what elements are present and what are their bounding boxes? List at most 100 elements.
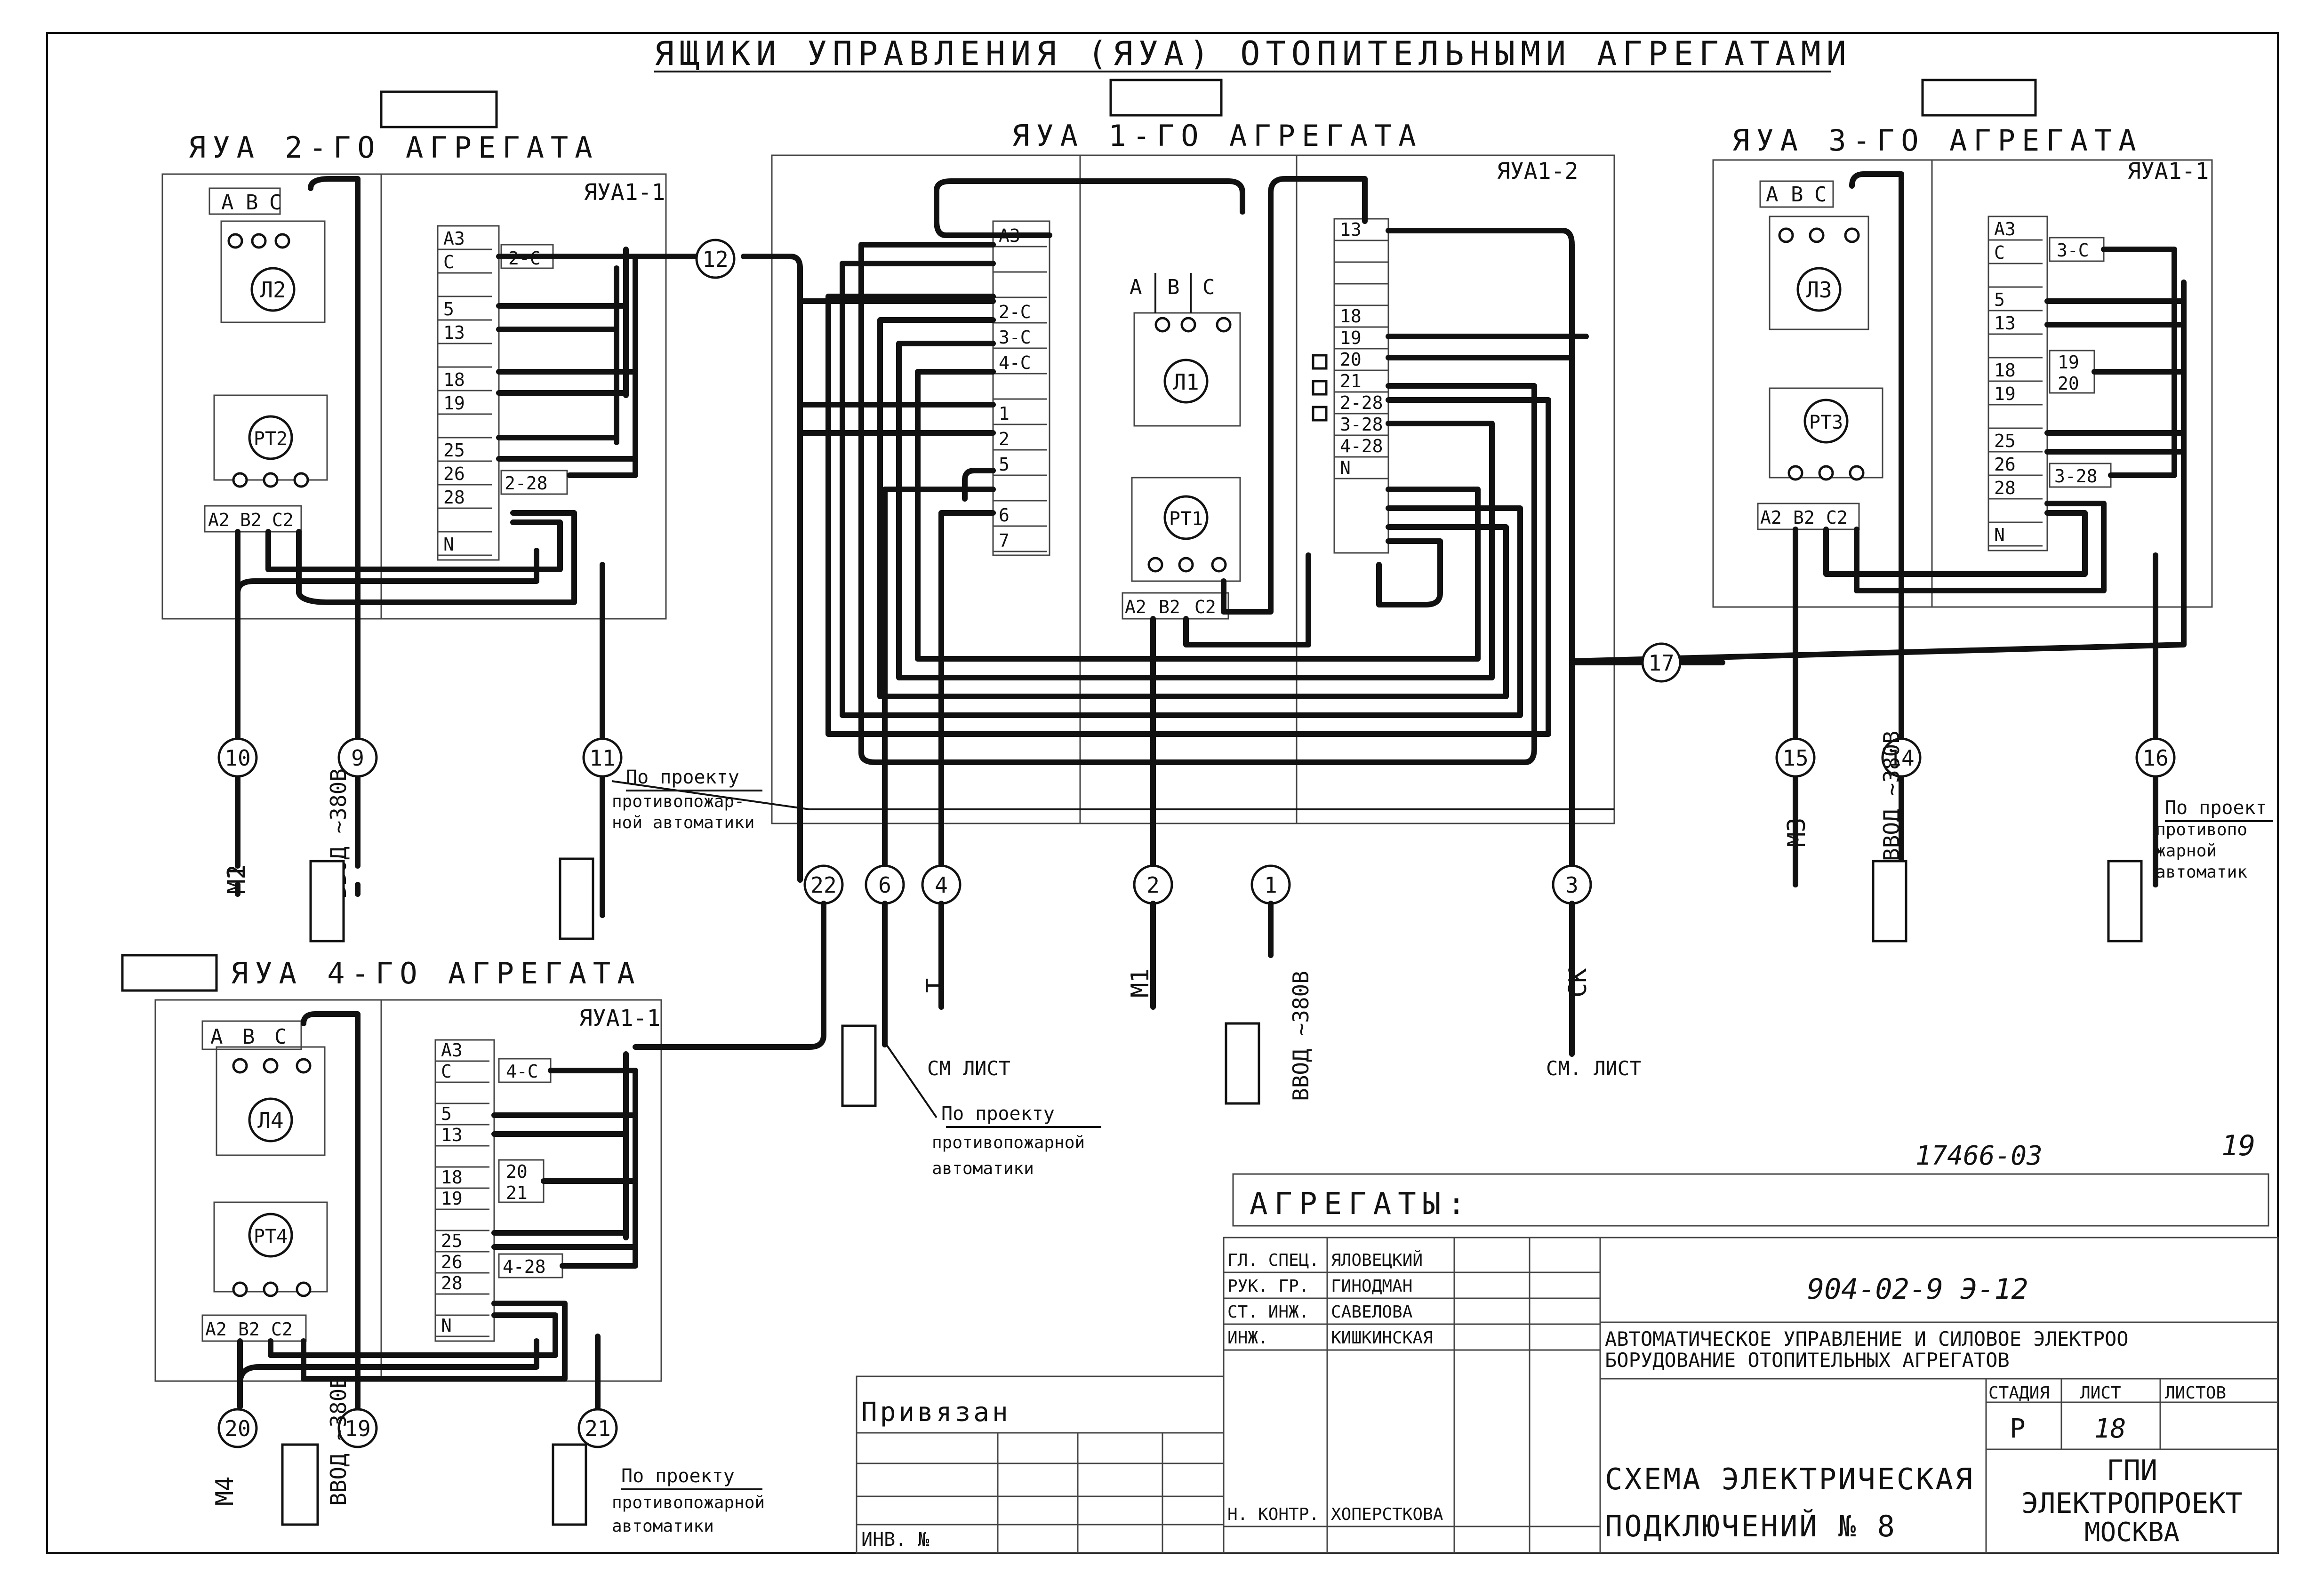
phase-b2-label: В2 — [240, 510, 262, 530]
unit-3-motor-symbol — [1796, 267, 1842, 312]
unit-3-title: ЯУА 3-ГО АГРЕГАТА — [1732, 123, 2143, 158]
drawing-title-1: СХЕМА ЭЛЕКТРИЧЕСКАЯ — [1605, 1462, 1974, 1496]
placeholder — [1225, 1022, 1260, 1105]
leader-line — [884, 1041, 938, 1119]
unit-4-relay-label: РТ4 — [254, 1226, 288, 1247]
terminal-label: 21 — [1340, 371, 1362, 392]
unit-4-terminal-strip — [434, 1039, 495, 1342]
note-fire-d: По проект противопо жарной автоматик — [2156, 797, 2267, 882]
svg-text:3: 3 — [1565, 872, 1579, 898]
terminal-label: 26 — [441, 1252, 463, 1272]
cable-label-m3: М3 — [1783, 817, 1811, 847]
signature-name: КИШКИНСКАЯ — [1331, 1328, 1433, 1348]
cable-marker-2: 2 — [1133, 864, 1173, 905]
unit-1-relay-label: РТ1 — [1169, 508, 1203, 530]
cable-marker-12: 12 — [695, 239, 736, 279]
unit-3: ЯУА 3-ГО АГРЕГАТА ЯУА1-1 Л3 А В С РТ3 А2… — [1569, 123, 2213, 887]
terminal-label: 13 — [441, 1125, 463, 1145]
cable-labels: М1 М2 ВВОД ~380В ВВОД ~380В М1 СК Т М3 В… — [211, 731, 1904, 1506]
wire — [741, 254, 803, 883]
pin — [232, 1281, 248, 1297]
unit-1-motor-symbol — [1163, 359, 1209, 404]
project-line-1: АВТОМАТИЧЕСКОЕ УПРАВЛЕНИЕ И СИЛОВОЕ ЭЛЕК… — [1605, 1327, 2129, 1350]
unit-3-right-label: 3-28 — [2054, 466, 2098, 487]
phase-a-label: А — [210, 1025, 223, 1049]
placeholder — [309, 860, 345, 943]
unit-4-abc-box — [201, 1020, 302, 1050]
signature-name: САВЕЛОВА — [1331, 1302, 1413, 1322]
see-sheet-note: СМ ЛИСТ — [927, 1057, 1010, 1080]
note-line: жарной — [2156, 841, 2217, 861]
sheets-header: ЛИСТОВ — [2165, 1383, 2226, 1403]
wire — [962, 468, 996, 502]
wire — [882, 487, 996, 883]
note-fire-a: По проекту противопожар- ной автоматики — [612, 767, 754, 832]
pin — [232, 1058, 248, 1074]
terminal-label: 5 — [443, 299, 454, 320]
cable-label-m1: М1 — [1126, 968, 1154, 998]
svg-text:11: 11 — [589, 745, 615, 771]
terminal-label: 25 — [441, 1230, 463, 1251]
wire — [1849, 171, 1904, 887]
unit-4-right-label: 4-С — [506, 1061, 538, 1082]
svg-text:16: 16 — [2142, 745, 2168, 771]
terminal-label: N — [441, 1315, 452, 1336]
cable-label-input-14: ВВОД ~380В — [1879, 731, 1904, 861]
terminal-label: 28 — [1994, 478, 2016, 498]
cable-marker-3: 3 — [1552, 864, 1592, 905]
terminal-label: 28 — [441, 1273, 463, 1294]
terminal-label: А3 — [443, 228, 465, 249]
unit-3-frame — [1712, 159, 2213, 608]
phase-c2-label: С2 — [272, 510, 294, 530]
phase-b2-label: В2 — [238, 1319, 260, 1340]
svg-text:20: 20 — [224, 1416, 250, 1441]
terminal-label: С — [441, 1061, 452, 1082]
terminal-label: 19 — [441, 1188, 463, 1209]
phase-a2-label: А2 — [1125, 597, 1146, 617]
note-line: По проекту — [626, 767, 739, 788]
cable-label-m4: М4 — [211, 1476, 239, 1506]
pin — [1211, 557, 1227, 573]
wire — [491, 1112, 638, 1137]
connector — [1312, 354, 1328, 370]
unit-4: ЯУА 4-ГО АГРЕГАТА ЯУА1-1 Л4 А В С РТ4 А2… — [154, 903, 826, 1410]
terminal-label: 2 — [999, 429, 1010, 449]
wire — [491, 1178, 638, 1250]
pin — [1778, 227, 1794, 243]
pin — [263, 1058, 279, 1074]
wire — [2044, 369, 2187, 455]
pin — [1147, 557, 1163, 573]
terminal-label: А3 — [1994, 219, 2016, 240]
pin — [251, 233, 267, 249]
svg-text:1: 1 — [1264, 872, 1277, 898]
wire — [2044, 298, 2187, 328]
pin — [1849, 465, 1865, 481]
pin — [274, 233, 290, 249]
cable-marker-6: 6 — [865, 864, 905, 905]
unit-2-motor-symbol — [250, 267, 296, 312]
note-fire-b: По проекту противопожарной автоматики — [932, 1103, 1085, 1178]
terminal-label: 18 — [441, 1167, 463, 1188]
signature-role: СТ. ИНЖ. — [1227, 1302, 1309, 1322]
cable-marker-21: 21 — [577, 1408, 618, 1448]
pin — [1180, 317, 1196, 333]
org-2: ЭЛЕКТРОПРОЕКТ — [2021, 1487, 2243, 1520]
wire — [301, 1011, 361, 1410]
sheet-header: ЛИСТ — [2080, 1383, 2121, 1403]
unit-3-a2b2c2-box — [1757, 503, 1860, 530]
pin — [1809, 227, 1825, 243]
wire — [308, 176, 361, 622]
see-sheet-note: СМ. ЛИСТ — [1546, 1057, 1641, 1080]
unit-4-motor-block — [216, 1046, 326, 1156]
unit-3-right-label: 19 — [2058, 352, 2079, 373]
cable-marker-19: 19 — [337, 1408, 378, 1448]
unit-2-label-28 — [500, 470, 568, 495]
phase-b2-label: В2 — [1793, 507, 1815, 528]
terminal-label: 2-С — [999, 302, 1031, 322]
terminal-label: 26 — [443, 463, 465, 484]
tag-u2 — [380, 90, 498, 128]
org-1: ГПИ — [2107, 1454, 2157, 1487]
terminal-label: 7 — [999, 530, 1010, 551]
